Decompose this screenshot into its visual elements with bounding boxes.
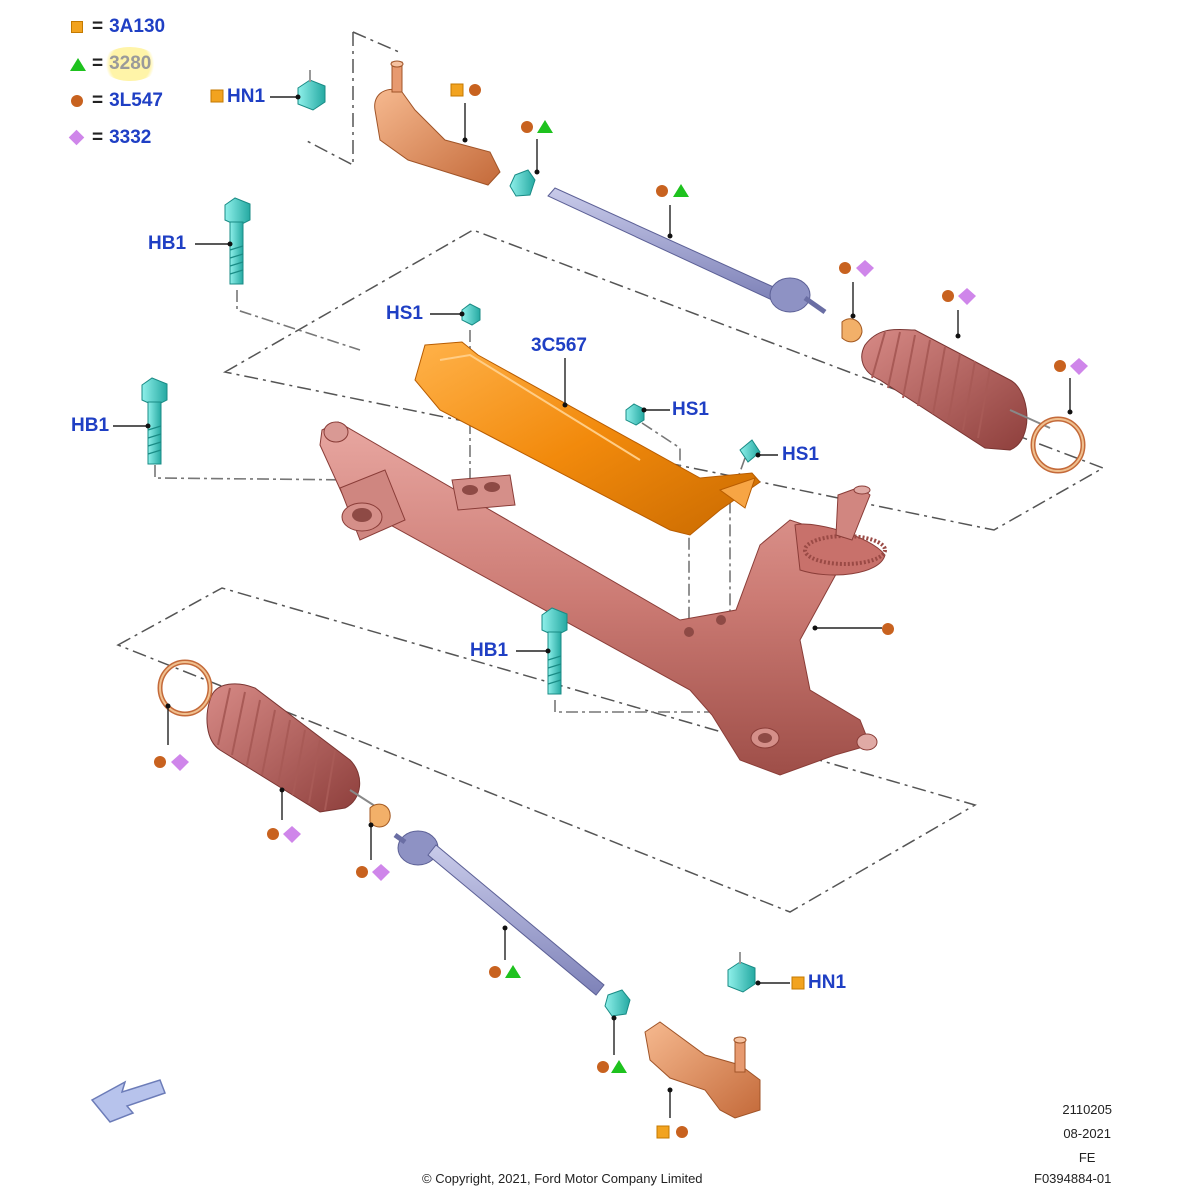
legend-row: = 3332 — [68, 119, 165, 156]
brown-circle-icon — [839, 262, 851, 274]
clip-hs1-right — [739, 439, 761, 463]
nut-hn1-upper — [297, 79, 326, 111]
brown-circle-icon — [882, 623, 894, 635]
legend-equals: = — [92, 126, 104, 148]
bellows-boot-lower — [206, 683, 379, 813]
purple-diamond-icon — [171, 754, 189, 771]
green-triangle-icon — [673, 184, 689, 197]
bolt-hb1-upper — [224, 197, 251, 285]
boot-clamp-lower-small — [369, 803, 391, 828]
tie-rod-upper — [547, 187, 827, 315]
legend-code[interactable]: 3L547 — [109, 89, 163, 111]
drawing-date: 08-2021 — [1063, 1126, 1112, 1141]
label-hs1-mid[interactable]: HS1 — [672, 399, 709, 420]
screw-hs1-left — [461, 303, 481, 326]
legend-row: = 3A130 — [68, 8, 165, 45]
parts-legend: = 3A130 = 3280 = 3L547 = 3332 — [68, 8, 165, 156]
drawing-metadata: 2110205 08-2021 FE — [1062, 1098, 1112, 1170]
brown-circle-icon — [942, 290, 954, 302]
brown-circle-icon — [656, 185, 668, 197]
boot-clamp-upper-small — [841, 318, 863, 343]
figure-id: F0394884-01 — [1034, 1171, 1112, 1186]
legend-code[interactable]: 3332 — [109, 126, 152, 148]
heat-shield-3c567 — [414, 341, 761, 536]
screw-hs1-mid — [625, 403, 645, 426]
lock-nut-lower — [604, 989, 631, 1017]
label-hb1-upper[interactable]: HB1 — [148, 233, 187, 254]
drawing-region: FE — [1078, 1150, 1096, 1165]
orange-square-icon — [656, 1125, 670, 1139]
brown-circle-icon — [676, 1126, 688, 1138]
bolt-hb1-left — [141, 377, 168, 465]
orange-square-icon — [450, 83, 464, 97]
brown-circle-icon — [154, 756, 166, 768]
bellows-boot-upper — [861, 328, 1051, 451]
legend-code[interactable]: 3A130 — [109, 15, 166, 37]
brown-circle-icon — [267, 828, 279, 840]
brown-circle-icon — [356, 866, 368, 878]
label-hs1-right[interactable]: HS1 — [782, 444, 819, 465]
label-hb1-lower[interactable]: HB1 — [470, 640, 509, 661]
purple-diamond-icon — [372, 864, 390, 881]
drawing-code: 2110205 — [1062, 1102, 1112, 1117]
tie-rod-end-lower — [644, 1021, 761, 1119]
orange-square-icon — [68, 18, 86, 36]
callout-leaders — [113, 96, 1071, 1118]
orientation-arrow-icon — [90, 1079, 166, 1123]
tie-rod-lower — [393, 830, 605, 996]
brown-circle-icon — [489, 966, 501, 978]
purple-diamond-icon — [856, 260, 874, 277]
green-triangle-icon — [537, 120, 553, 133]
assembly-outline-upper — [116, 31, 1105, 913]
brown-circle-icon — [1054, 360, 1066, 372]
tie-rod-end-upper — [374, 60, 501, 186]
orange-square-icon — [791, 976, 805, 990]
nut-hn1-lower — [727, 961, 756, 993]
brown-circle-icon — [68, 92, 86, 110]
green-triangle-icon — [611, 1060, 627, 1073]
purple-diamond-icon — [958, 288, 976, 305]
purple-diamond-icon — [283, 826, 301, 843]
legend-equals: = — [92, 15, 104, 37]
label-hs1-left[interactable]: HS1 — [386, 303, 423, 324]
green-triangle-icon — [505, 965, 521, 978]
lock-nut-upper — [509, 169, 536, 197]
steering-rack-housing — [319, 421, 887, 776]
label-hb1-left[interactable]: HB1 — [71, 415, 110, 436]
legend-row: = 3L547 — [68, 82, 165, 119]
legend-equals: = — [92, 52, 104, 74]
copyright-text: © Copyright, 2021, Ford Motor Company Li… — [422, 1171, 703, 1186]
label-hn1-bottom[interactable]: HN1 — [808, 972, 847, 993]
brown-circle-icon — [597, 1061, 609, 1073]
legend-code-highlighted[interactable]: 3280 — [101, 46, 160, 81]
purple-diamond-icon — [68, 129, 86, 147]
legend-equals: = — [92, 89, 104, 111]
purple-diamond-icon — [1070, 358, 1088, 375]
label-hn1-top[interactable]: HN1 — [227, 86, 266, 107]
label-heat-shield[interactable]: 3C567 — [531, 335, 587, 356]
green-triangle-icon — [68, 55, 86, 73]
callout-symbols — [154, 83, 1088, 1139]
bolt-hb1-lower — [541, 607, 568, 695]
brown-circle-icon — [521, 121, 533, 133]
brown-circle-icon — [469, 84, 481, 96]
orange-square-icon — [210, 89, 224, 103]
legend-row: = 3280 — [68, 45, 165, 82]
